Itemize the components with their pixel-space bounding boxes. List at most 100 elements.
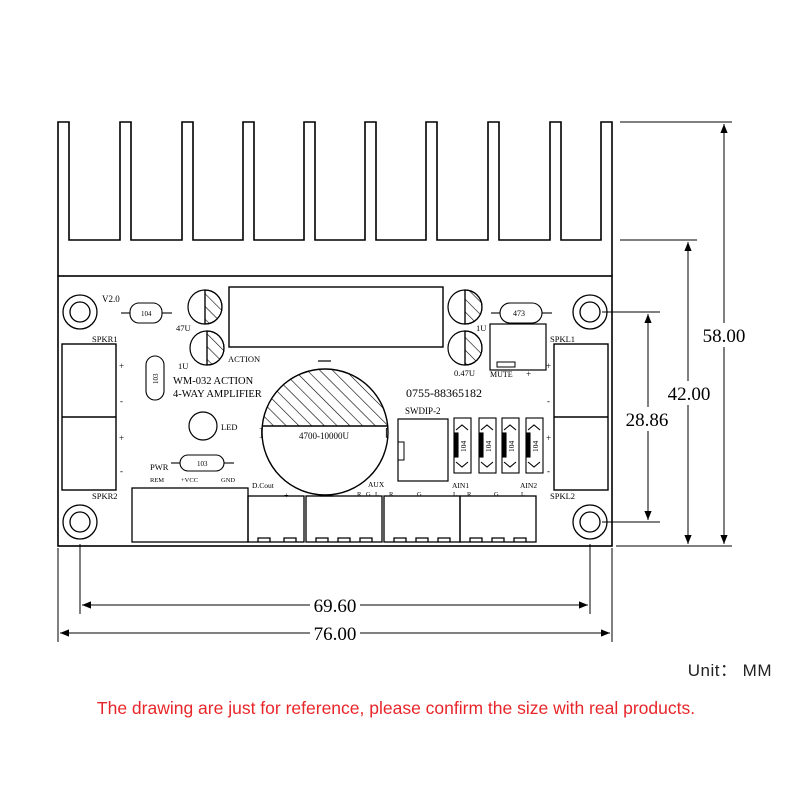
capacitor-103-vertical — [145, 355, 165, 401]
label-dcout: D.Cout — [252, 481, 275, 490]
mounting-hole-top-left — [62, 294, 98, 330]
pcb-outline — [57, 275, 613, 547]
label-cap-1u-left: 1U — [178, 361, 188, 371]
label-aux: AUX — [368, 480, 385, 489]
label-cap-104: 104 — [141, 310, 152, 318]
label-spkl2: SPKL2 — [550, 491, 575, 501]
label-cap-1u-right: 1U — [476, 323, 486, 333]
amplifier-ic — [228, 286, 444, 348]
label-rem: REM — [150, 477, 164, 484]
dim-height-total: 58.00 — [703, 326, 746, 347]
ain2-pin-l: L — [521, 491, 525, 498]
label-gnd: GND — [221, 477, 235, 484]
label-pwr: PWR — [150, 462, 169, 472]
led — [188, 411, 218, 441]
capacitor-473 — [491, 302, 552, 324]
mounting-hole-bottom-left — [62, 504, 98, 540]
dip-cap-4 — [525, 417, 544, 474]
board-type: 4-WAY AMPLIFIER — [173, 389, 262, 400]
spkr-plus-1: + — [119, 361, 124, 371]
label-cap-103-pwr: 103 — [197, 460, 208, 468]
label-dip-cap-2: 104 — [484, 441, 493, 453]
capacitor-1u-right — [447, 289, 483, 325]
main-cap-bracket-left: ] — [259, 425, 263, 439]
spkr-plus-2: + — [119, 433, 124, 443]
label-ain1: AIN1 — [452, 481, 469, 490]
spkr-minus-1: - — [120, 396, 123, 406]
dip-capacitors — [453, 417, 544, 474]
reference-note: The drawing are just for reference, plea… — [96, 698, 696, 718]
label-cap-103-vertical: 103 — [152, 373, 160, 384]
spkl-plus-2: + — [546, 433, 551, 443]
main-cap-bracket-right: [ — [385, 425, 389, 439]
swdip-switch — [397, 418, 449, 482]
label-mute: MUTE — [490, 370, 513, 379]
dip-cap-1 — [453, 417, 472, 474]
connector-dcout — [247, 495, 305, 543]
ain2-pin-g: G — [494, 491, 499, 498]
dim-2886-label-bg — [622, 407, 674, 431]
dim-7600-label-bg — [310, 623, 360, 643]
aux-pin-r: R — [357, 491, 362, 498]
bottom-connectors — [131, 487, 537, 543]
ain1-pin-g: G — [417, 491, 422, 498]
swdip-notch — [397, 441, 405, 461]
label-cap-47u: 47U — [176, 323, 191, 333]
dcout-plus: + — [284, 491, 289, 500]
dim-hole-spacing-v: 28.86 — [626, 410, 669, 431]
aux-pin-g: G — [366, 491, 371, 498]
label-swdip: SWDIP-2 — [405, 406, 441, 416]
dcout-minus: - — [266, 491, 269, 500]
dim-42-label-bg — [664, 381, 714, 405]
board-phone: 0755-88365182 — [406, 386, 482, 400]
label-version: V2.0 — [102, 294, 120, 304]
label-cap-047u: 0.47U — [454, 368, 475, 378]
label-spkr1: SPKR1 — [92, 334, 118, 344]
board-model: WM-032 ACTION — [173, 376, 254, 387]
connector-ain2 — [459, 495, 537, 543]
label-dip-cap-3: 104 — [507, 441, 516, 453]
ain1-pin-l: L — [453, 491, 457, 498]
mounting-hole-bottom-right — [572, 504, 608, 540]
ain2-pin-r: R — [467, 491, 472, 498]
label-vcc: +VCC — [181, 477, 198, 484]
label-dip-cap-4: 104 — [531, 441, 540, 453]
dip-cap-2 — [478, 417, 497, 474]
dim-6960-label-bg — [310, 595, 360, 615]
label-dip-cap-1: 104 — [459, 441, 468, 453]
connector-aux — [305, 495, 383, 543]
capacitor-047u — [447, 330, 483, 366]
heatsink — [57, 121, 613, 276]
label-main-capacitor: 4700-10000U — [299, 431, 349, 441]
label-cap-473: 473 — [513, 309, 525, 318]
mounting-hole-top-right — [572, 294, 608, 330]
speaker-terminals — [61, 343, 609, 491]
mute-header — [489, 323, 547, 371]
dim-hole-spacing-h: 69.60 — [314, 596, 357, 617]
label-ain2: AIN2 — [520, 481, 537, 490]
spkl-minus-1: - — [547, 396, 550, 406]
unit-label: Unit： MM — [687, 661, 772, 680]
dim-58-label-bg — [700, 323, 750, 347]
dim-width-total: 76.00 — [314, 624, 357, 645]
spkl-minus-2: - — [547, 466, 550, 476]
spkl-plus-1: + — [546, 361, 551, 371]
spkr-minus-2: - — [120, 466, 123, 476]
connector-power — [131, 487, 249, 543]
capacitor-103-pwr — [171, 454, 234, 472]
aux-pin-l: L — [375, 491, 379, 498]
label-action: ACTION — [228, 354, 260, 364]
ain1-pin-r: R — [389, 491, 394, 498]
connector-ain1 — [383, 495, 461, 543]
label-led: LED — [221, 422, 238, 432]
dip-cap-3 — [501, 417, 520, 474]
mute-pad — [496, 361, 516, 368]
label-spkl1: SPKL1 — [550, 334, 575, 344]
label-mute-plus: + — [526, 369, 531, 379]
dim-height-board: 42.00 — [668, 384, 711, 405]
capacitor-47u — [187, 289, 223, 325]
capacitor-1u-left — [189, 330, 225, 366]
capacitor-104 — [121, 302, 172, 324]
label-spkr2: SPKR2 — [92, 491, 118, 501]
